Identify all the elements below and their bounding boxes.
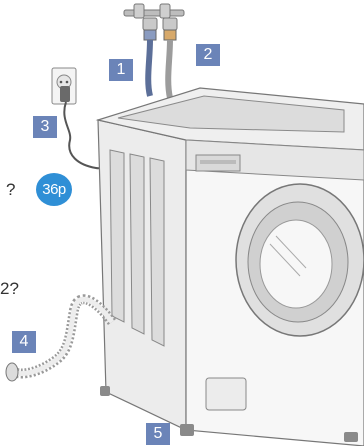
callout-4: 4 [12,331,36,353]
callout-3: 3 [33,116,57,138]
wall-socket [52,68,76,104]
washing-machine [98,88,364,446]
callout-5: 5 [146,423,170,445]
cold-water-hose [148,40,150,96]
text-fragment-2: 2? [0,279,19,299]
page-reference-badge[interactable]: 36p [36,173,72,206]
water-taps [124,4,184,40]
callout-2: 2 [196,44,220,66]
hot-water-hose [168,40,170,98]
text-fragment-1: ? [6,180,15,200]
callout-1: 1 [109,59,133,81]
